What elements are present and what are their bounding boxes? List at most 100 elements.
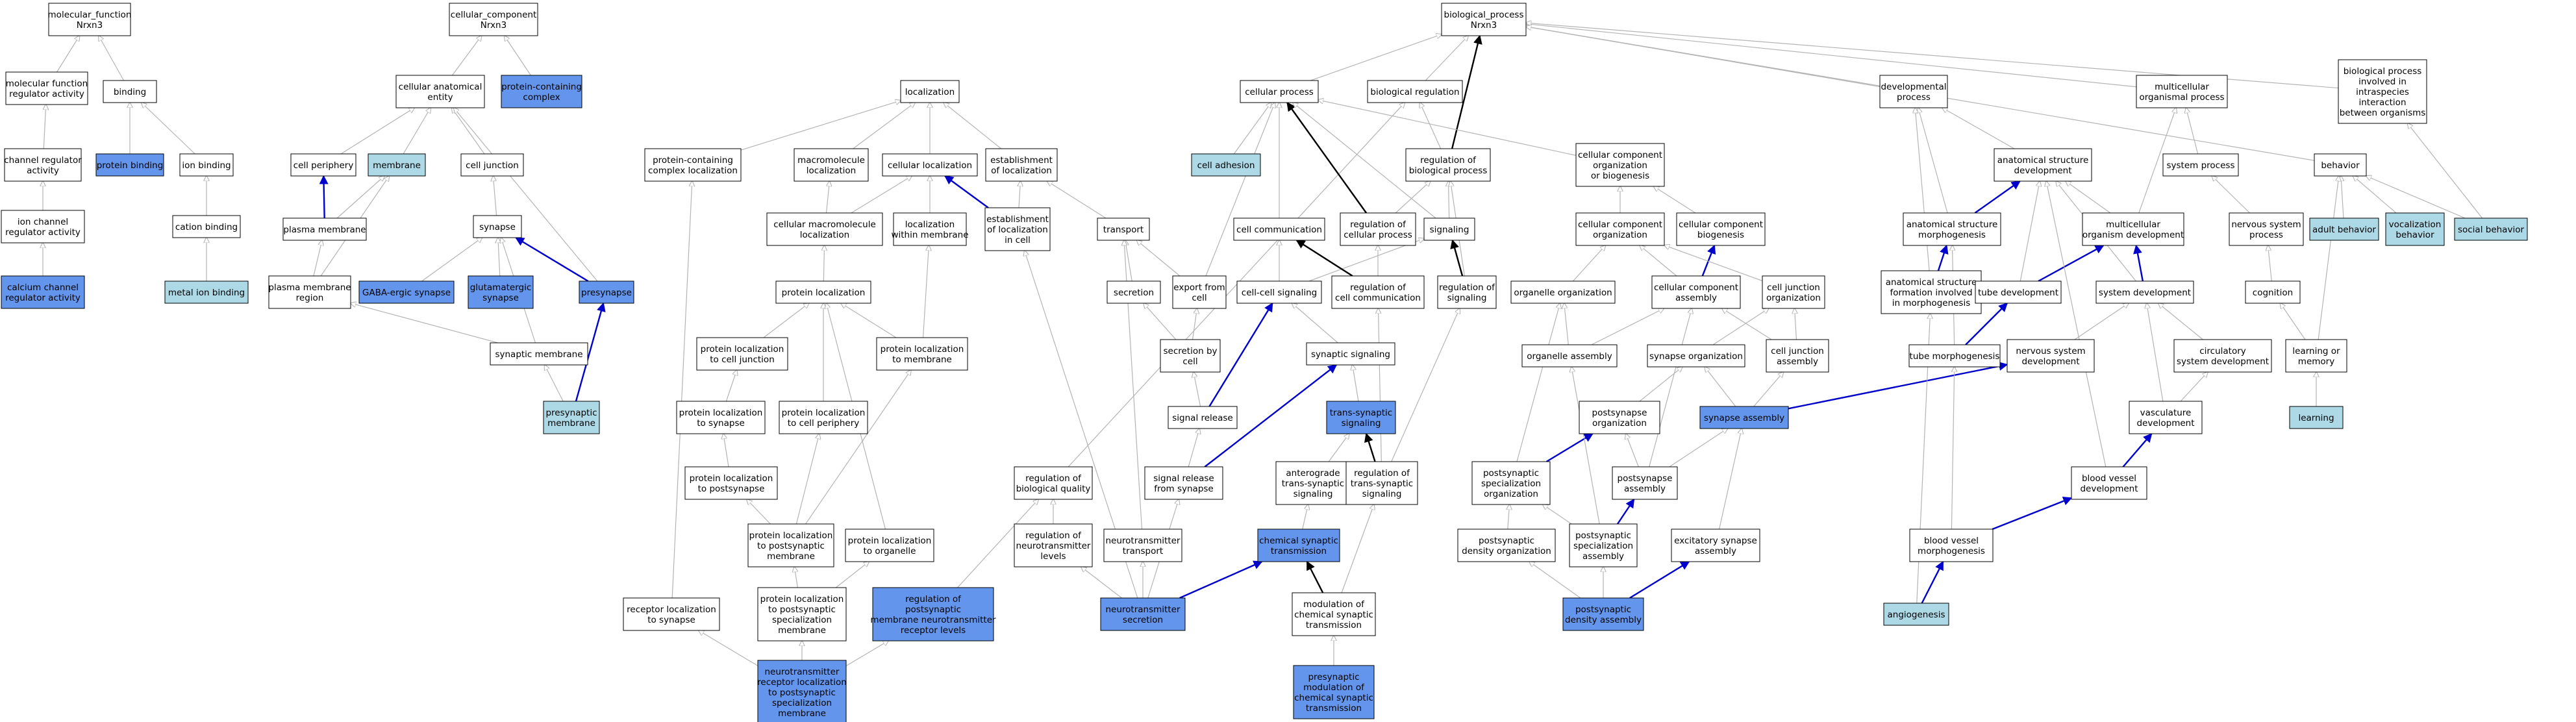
go-term-node-orgorg: organelle organization <box>1510 280 1616 304</box>
go-term-node-synorg: synapse organization <box>1647 344 1745 367</box>
node-box <box>882 153 978 177</box>
node-box <box>1699 406 1789 429</box>
node-label: protein localization <box>782 288 866 298</box>
node-label: protein binding <box>97 160 164 171</box>
edge-regtss-to-regsig <box>1391 308 1460 462</box>
node-label: synapse organization <box>1649 351 1743 362</box>
edge-estlocincell-to-estloc <box>1019 181 1020 208</box>
node-box <box>1881 270 1982 314</box>
edge-synasm-to-cja <box>1753 372 1784 407</box>
node-label: social behavior <box>2458 225 2524 235</box>
edge-regcp-to-regbp <box>1395 181 1430 214</box>
node-box <box>1762 275 1825 309</box>
node-box <box>1423 218 1475 241</box>
edge-secbycell-to-secretion <box>1144 303 1177 340</box>
node-box <box>1909 529 1994 562</box>
node-box <box>1236 280 1322 304</box>
node-box <box>2289 406 2344 429</box>
go-term-node-cellproc: cellular process <box>1240 80 1319 103</box>
edge-learnmem-to-cognition <box>2281 303 2306 340</box>
node-label: localization <box>905 87 955 97</box>
node-label: cation binding <box>175 222 238 232</box>
edge-regtss-to-tss <box>1364 432 1376 462</box>
node-label: transport <box>1103 225 1144 235</box>
edge-orgorg-to-cco <box>1572 245 1605 282</box>
node-box <box>1160 339 1221 373</box>
edge-rpmntrl-to-rbq <box>957 499 1039 588</box>
edge-cae-to-cc <box>451 36 481 76</box>
node-box <box>1457 529 1556 562</box>
node-box <box>460 153 524 177</box>
node-label: ion binding <box>182 160 231 171</box>
node-box <box>1569 523 1638 567</box>
edge-adult-to-behavior <box>2341 176 2344 219</box>
edge-cst-to-atss <box>1302 504 1308 530</box>
node-box <box>1107 280 1161 304</box>
node-box <box>1521 344 1618 367</box>
edge-social-to-behavior <box>2366 176 2466 219</box>
go-term-node-sysdev: system development <box>2095 280 2194 304</box>
node-box <box>4 148 82 182</box>
go-term-node-membrane: membrane <box>368 153 426 177</box>
edge-crca-to-mfra <box>44 105 45 149</box>
node-box <box>501 75 582 108</box>
edge-sysproc-to-multiproc <box>2186 108 2199 155</box>
edge-postasm-to-synasm <box>1669 429 1727 467</box>
node-box <box>1097 218 1150 241</box>
go-term-node-behavior: behavior <box>2314 153 2367 177</box>
edge-celljunc-to-cae <box>452 108 485 155</box>
edge-plsyn-to-plcj <box>725 370 736 402</box>
edge-secretion-to-transport <box>1125 240 1132 282</box>
edge-nsd-to-sysdev <box>2074 303 2129 340</box>
edge-cmacroloc-to-cellloc <box>851 176 912 214</box>
node-box <box>1575 143 1665 187</box>
node-box <box>1257 529 1340 562</box>
node-box <box>164 280 249 304</box>
edge-cja-to-cjo <box>1795 308 1797 340</box>
edge-plasmam-to-membrane <box>336 176 384 219</box>
node-label: tube development <box>1978 288 2058 298</box>
edge-vascdev-to-csd <box>2180 372 2208 402</box>
edge-plcj-to-protloc <box>763 303 809 338</box>
node-box <box>984 207 1051 251</box>
node-label: cell periphery <box>294 160 354 171</box>
node-box <box>1766 339 1829 373</box>
edge-transport-to-estloc <box>1047 181 1107 219</box>
